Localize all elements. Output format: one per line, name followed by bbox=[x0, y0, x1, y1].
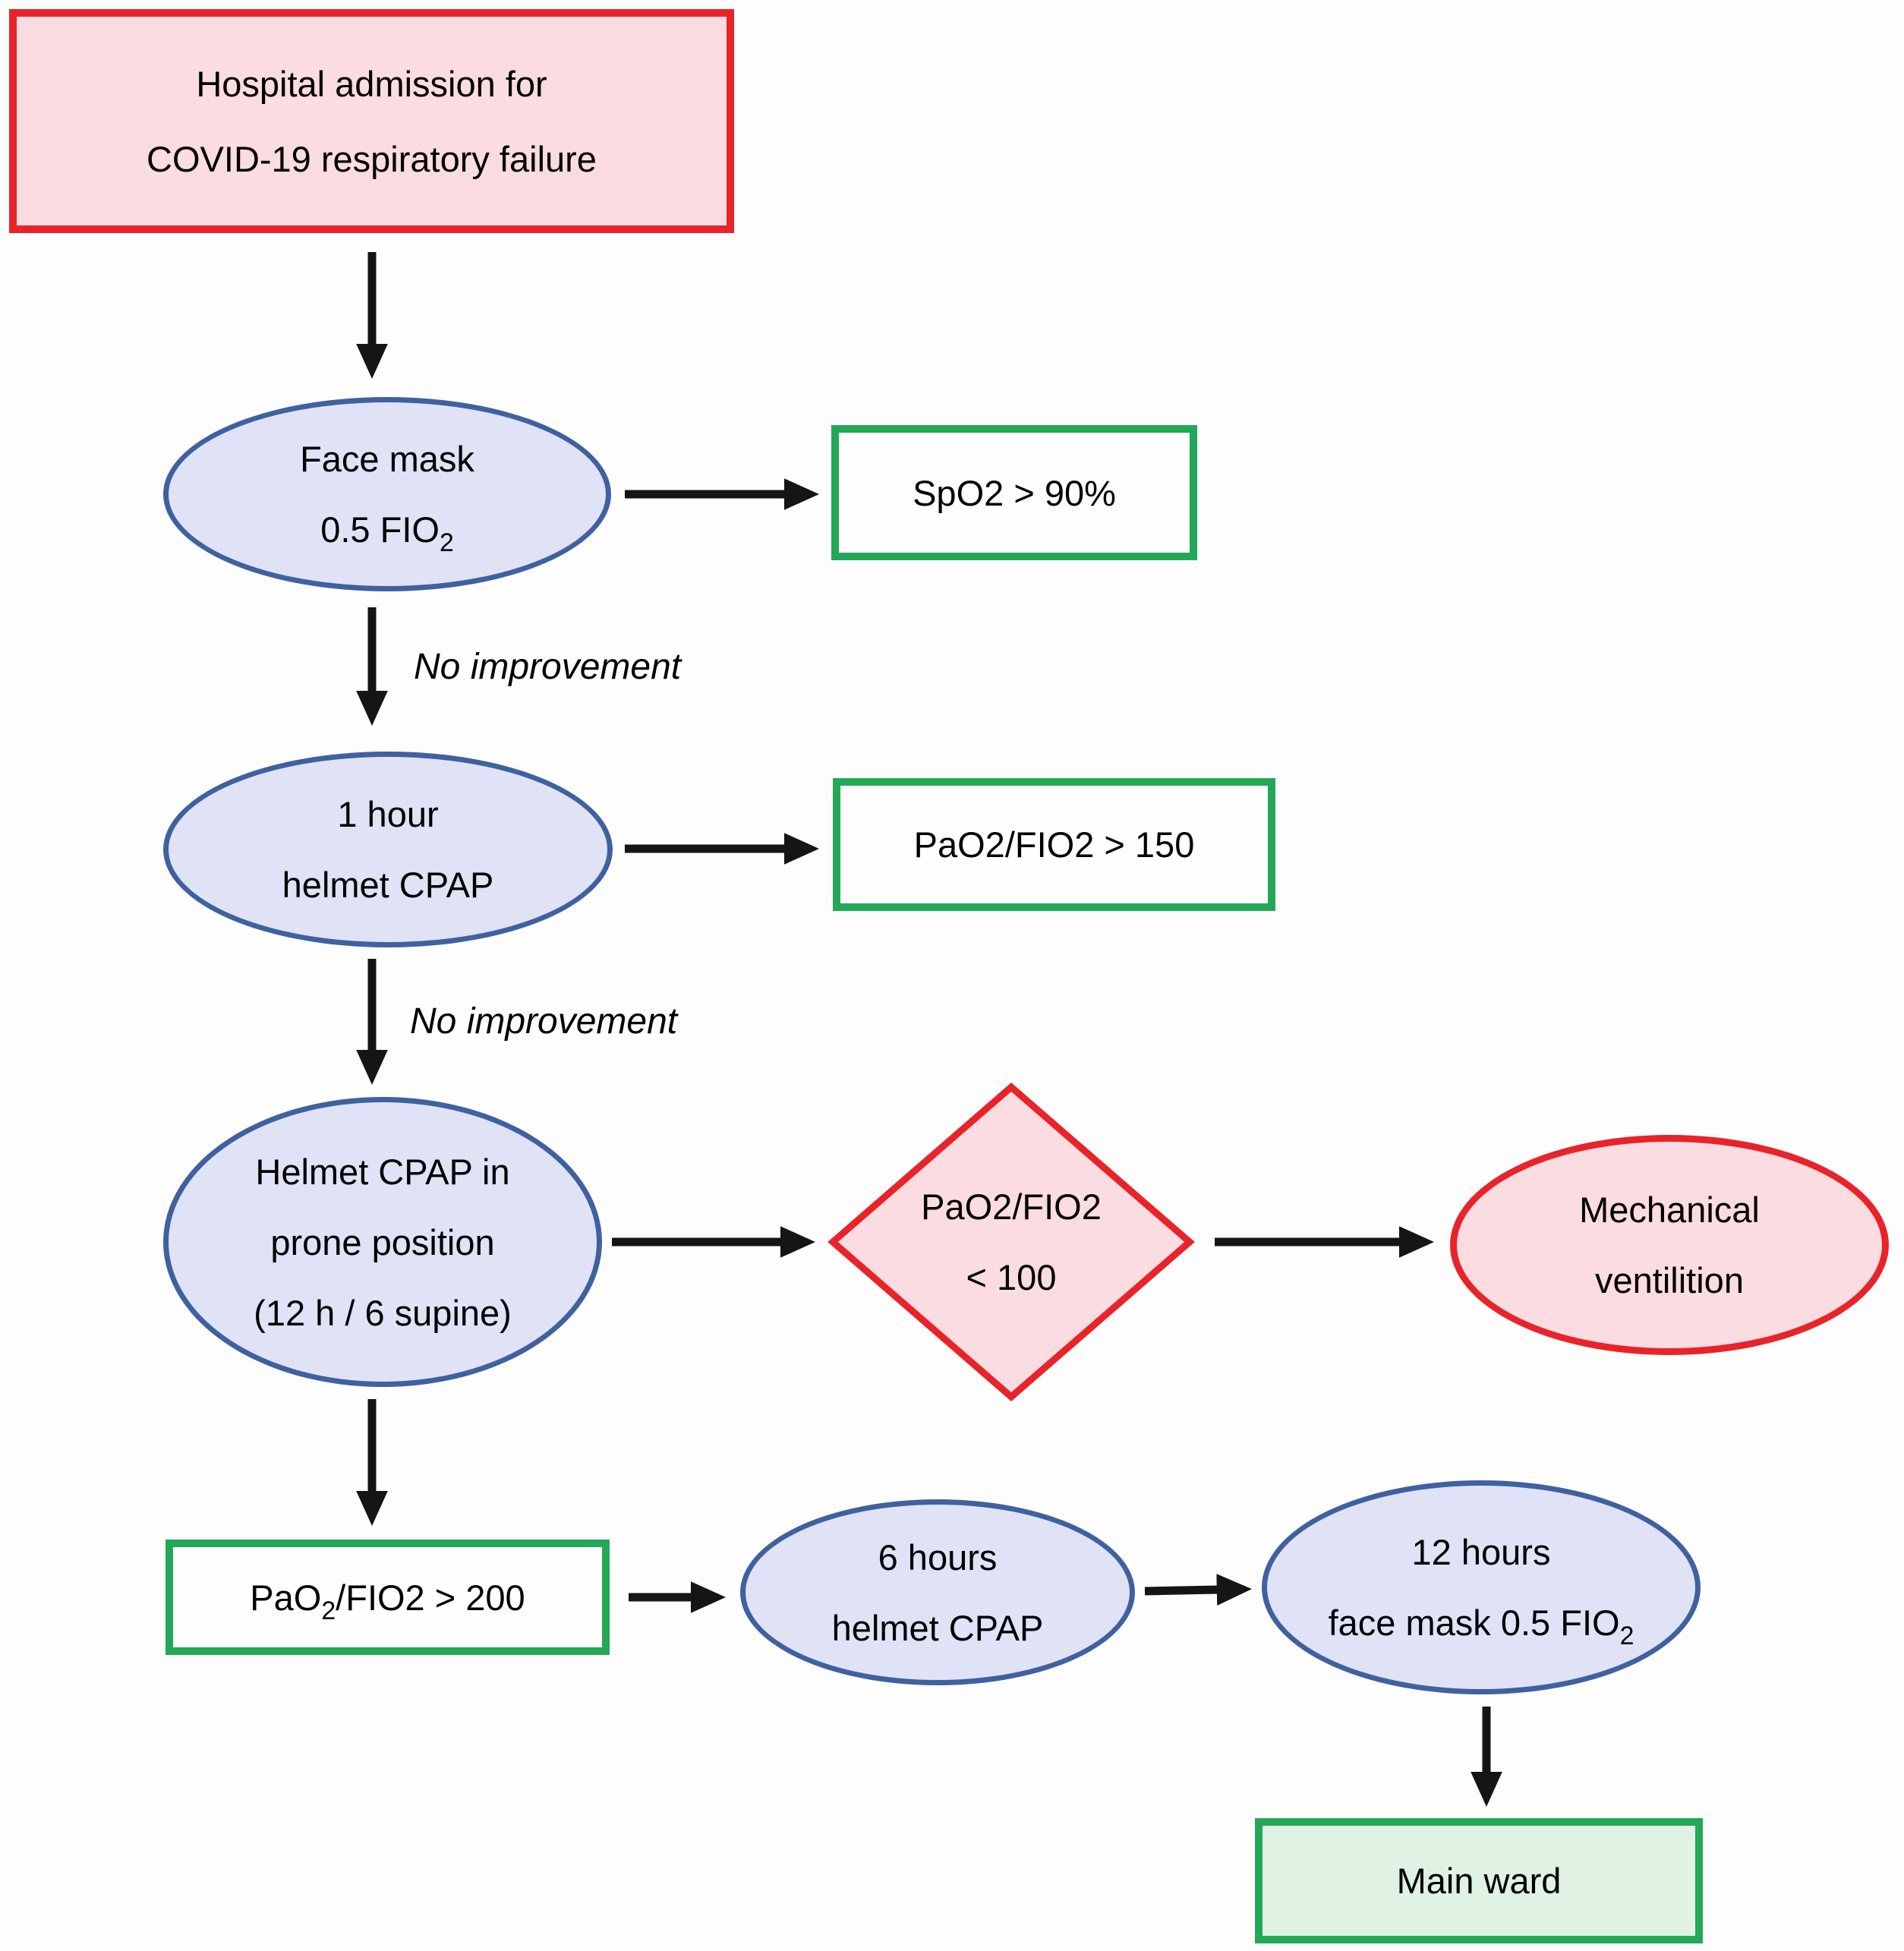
node-12hours-face-mask: 12 hours face mask 0.5 FIO2 bbox=[1262, 1480, 1701, 1694]
node-text: helmet CPAP bbox=[831, 1607, 1044, 1648]
node-text: PaO2/FIO2 bbox=[921, 1187, 1102, 1227]
edge-label-no-improvement-2: No improvement bbox=[410, 1001, 678, 1042]
node-text: Main ward bbox=[1396, 1861, 1562, 1901]
node-spo2-criterion: SpO2 > 90% bbox=[831, 425, 1197, 560]
node-text: PaO2/FIO2 > 150 bbox=[913, 824, 1195, 865]
node-hospital-admission: Hospital admission for COVID-19 respirat… bbox=[9, 9, 734, 233]
node-face-mask: Face mask 0.5 FIO2 bbox=[163, 397, 611, 591]
node-text: 6 hours bbox=[878, 1537, 998, 1578]
arrow-6hours-to-12hours bbox=[1144, 1574, 1252, 1606]
node-text: face mask 0.5 FIO2 bbox=[1328, 1603, 1634, 1650]
subscript: 2 bbox=[321, 1596, 336, 1625]
node-text: < 100 bbox=[966, 1257, 1057, 1297]
node-prone-helmet-cpap: Helmet CPAP in prone position (12 h / 6 … bbox=[163, 1097, 602, 1387]
node-text: PaO2/FIO2 > 200 bbox=[250, 1577, 525, 1625]
node-text: prone position bbox=[270, 1221, 495, 1262]
node-text: COVID-19 respiratory failure bbox=[147, 138, 597, 179]
node-main-ward: Main ward bbox=[1255, 1818, 1703, 1943]
node-mechanical-ventilation: Mechanical ventilition bbox=[1450, 1135, 1889, 1355]
node-text: (12 h / 6 supine) bbox=[254, 1292, 512, 1333]
node-text: 0.5 FIO2 bbox=[320, 509, 454, 557]
edge-label-no-improvement-1: No improvement bbox=[414, 647, 682, 687]
node-pao2-200-criterion: PaO2/FIO2 > 200 bbox=[165, 1540, 610, 1655]
node-text: helmet CPAP bbox=[282, 865, 494, 905]
node-text: 1 hour bbox=[337, 794, 439, 834]
node-text: ventilition bbox=[1595, 1260, 1744, 1300]
node-6hours-helmet-cpap: 6 hours helmet CPAP bbox=[740, 1499, 1135, 1685]
node-text: Face mask bbox=[300, 439, 474, 479]
node-text: Helmet CPAP in bbox=[255, 1151, 510, 1192]
node-1hour-helmet-cpap: 1 hour helmet CPAP bbox=[163, 752, 613, 947]
node-text: Hospital admission for bbox=[196, 63, 547, 104]
node-pao2-150-criterion: PaO2/FIO2 > 150 bbox=[833, 778, 1275, 911]
node-pao2-100-decision: PaO2/FIO2 < 100 bbox=[833, 1087, 1190, 1397]
node-text: SpO2 > 90% bbox=[913, 472, 1116, 513]
subscript: 2 bbox=[1619, 1621, 1634, 1650]
node-text: Mechanical bbox=[1579, 1190, 1760, 1230]
subscript: 2 bbox=[439, 528, 454, 557]
node-text: 12 hours bbox=[1411, 1532, 1551, 1572]
